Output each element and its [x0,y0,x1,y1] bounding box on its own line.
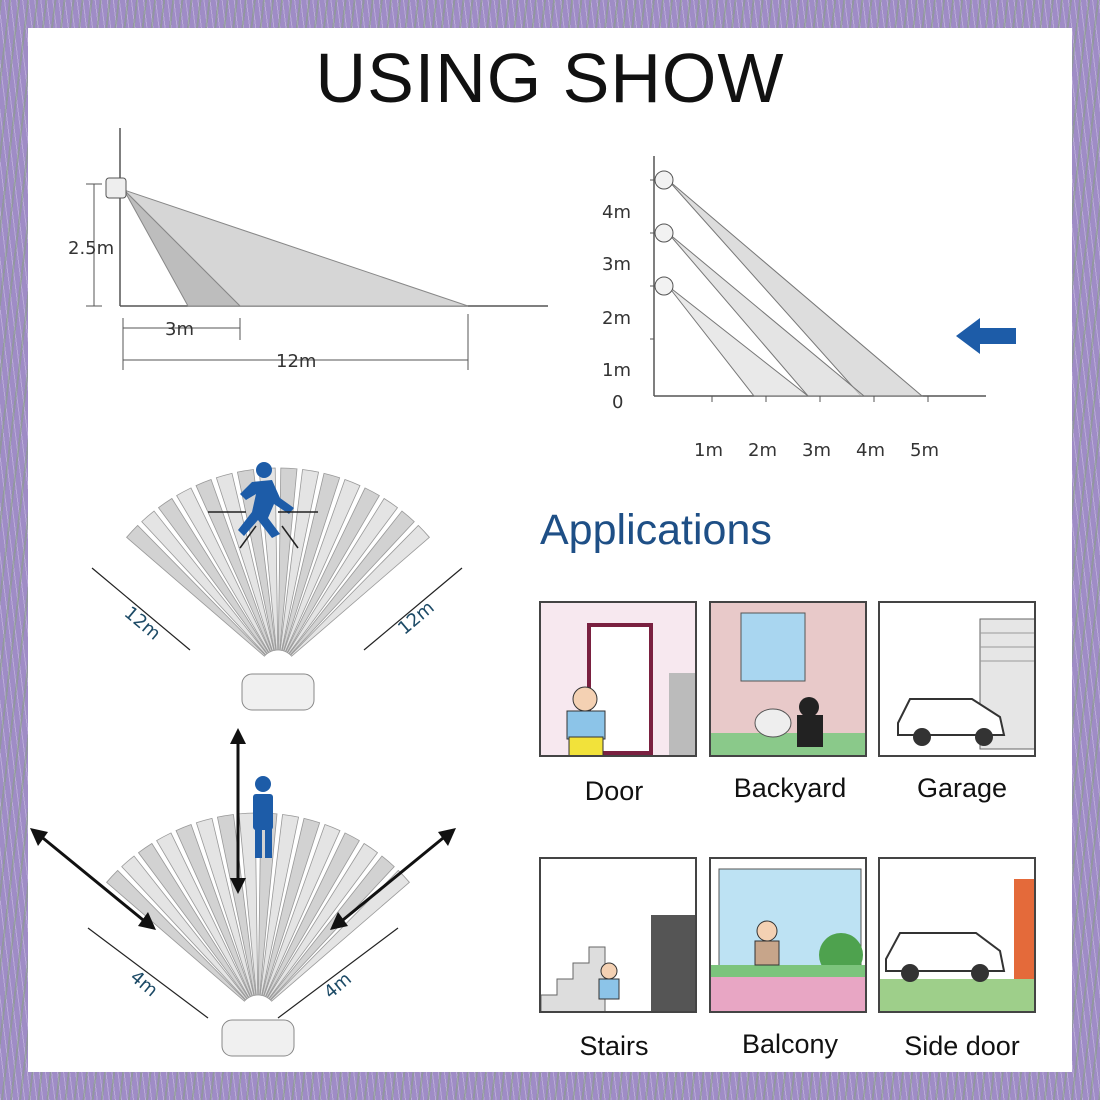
fan-segment [270,869,410,1002]
application-label: Balcony [741,1029,839,1059]
application-label: Garage [916,773,1008,803]
fan-segment [176,487,271,654]
mounting-height-chart: 4m 3m 2m 1m 0 1m 2m 3m 4m 5m [602,156,1016,461]
sensor-icon [654,276,674,296]
fan-segment [156,832,251,999]
x-tick-label: 2m [748,440,777,461]
y-tick-label: 2m [602,308,631,329]
beam-2m [667,285,810,397]
y-tick-label: 3m [602,254,631,275]
fan-segment [175,824,253,998]
right-range-label: 12m [394,597,438,639]
fan-segment [263,824,341,998]
y-tick-label: 4m [602,202,631,223]
fan-segment [267,842,379,1000]
fan-segment [285,487,380,654]
standing-person-icon [253,776,273,858]
short-range-fan-diagram: 4m 4m [30,728,456,1057]
main-panel: USING SHOW 2.5m 3m 12m 4m [28,28,1072,1072]
running-person-icon [238,462,294,538]
motion-arrow [281,525,299,549]
fan-segment [216,814,257,996]
application-label: Door [584,776,644,806]
height-label: 2.5m [68,238,114,259]
x-tick-label: 5m [910,440,939,461]
application-tile-backyard [709,601,867,757]
application-tile-stairs [539,857,697,1013]
x-tick-label: 3m [802,440,831,461]
fan-segment [236,469,277,651]
fan-segment [279,469,320,651]
fan-segment [265,832,360,999]
y-tick-label: 1m [602,360,631,381]
near-distance-label: 3m [165,319,194,340]
motion-arrow [239,525,257,549]
page-title: USING SHOW [315,39,785,117]
detection-beam-near [123,189,242,307]
fan-segment [106,869,246,1002]
fan-segment [261,817,321,997]
x-tick-label: 1m [694,440,723,461]
beam-4m [667,179,924,397]
fan-segment [288,510,415,656]
side-view-diagram: 2.5m 3m 12m [68,128,548,372]
x-tick-label: 4m [856,440,885,461]
detection-fan [126,467,430,657]
fan-segment [195,479,273,653]
fan-segment [215,472,275,652]
sensor-icon [241,673,315,711]
fan-segment [259,814,300,996]
application-label: Stairs [579,1031,649,1061]
fan-segment [283,479,361,653]
fan-segment [281,472,341,652]
fan-segment [195,817,255,997]
application-tile-garage [878,601,1036,757]
application-tile-side-door [878,857,1036,1013]
wide-angle-fan-diagram: 12m 12m [91,462,463,711]
far-distance-label: 12m [276,351,316,372]
range-arrow [91,567,191,651]
sensor-icon [221,1019,295,1057]
sensor-icon [105,177,127,199]
direction-arrow-icon [956,318,1016,354]
application-label: Backyard [733,773,847,803]
fan-segment [121,855,248,1001]
right-range-label: 4m [320,968,356,1003]
left-range-label: 4m [126,967,162,1002]
range-arrow [363,567,463,651]
fan-segment [277,467,298,651]
fan-segment [157,497,269,655]
beam-3m [667,232,866,397]
sensor-icon [654,170,674,190]
fan-segment [126,524,266,657]
detection-fan [106,812,410,1002]
fan-segment [287,497,399,655]
fan-segment [290,524,430,657]
fan-segment [137,842,249,1000]
sensor-icon [654,223,674,243]
right-diagonal-arrow [337,832,449,926]
applications-heading: Applications [540,506,772,554]
application-label: Side door [904,1031,1020,1061]
fan-segment [141,510,268,656]
y-tick-label: 0 [612,392,623,413]
application-tile-door [539,601,697,757]
left-range-label: 12m [120,603,164,645]
left-diagonal-arrow [37,832,149,926]
application-tile-balcony [709,857,867,1013]
